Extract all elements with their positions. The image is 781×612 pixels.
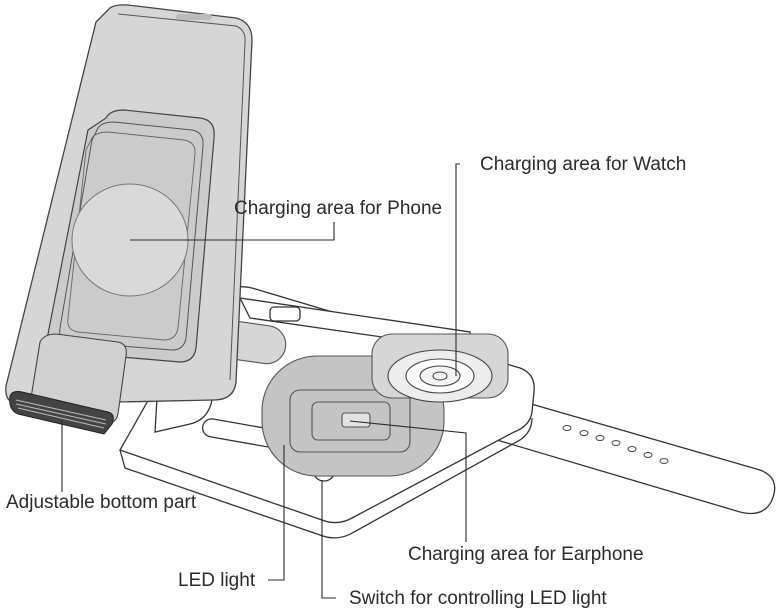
- label-watch-charging-area: Charging area for Watch: [480, 154, 687, 175]
- label-led-switch: Switch for controlling LED light: [349, 588, 607, 609]
- watch-band: [468, 394, 776, 515]
- watch-charger-puck: [371, 333, 509, 403]
- label-led-light: LED light: [178, 570, 256, 591]
- leader-lines: [61, 163, 467, 599]
- label-adjustable-bottom-part: Adjustable bottom part: [6, 492, 197, 513]
- label-earphone-charging-area: Charging area for Earphone: [408, 544, 644, 565]
- label-phone-charging-area: Charging area for Phone: [234, 198, 443, 219]
- adjustable-bottom-part: [9, 391, 114, 435]
